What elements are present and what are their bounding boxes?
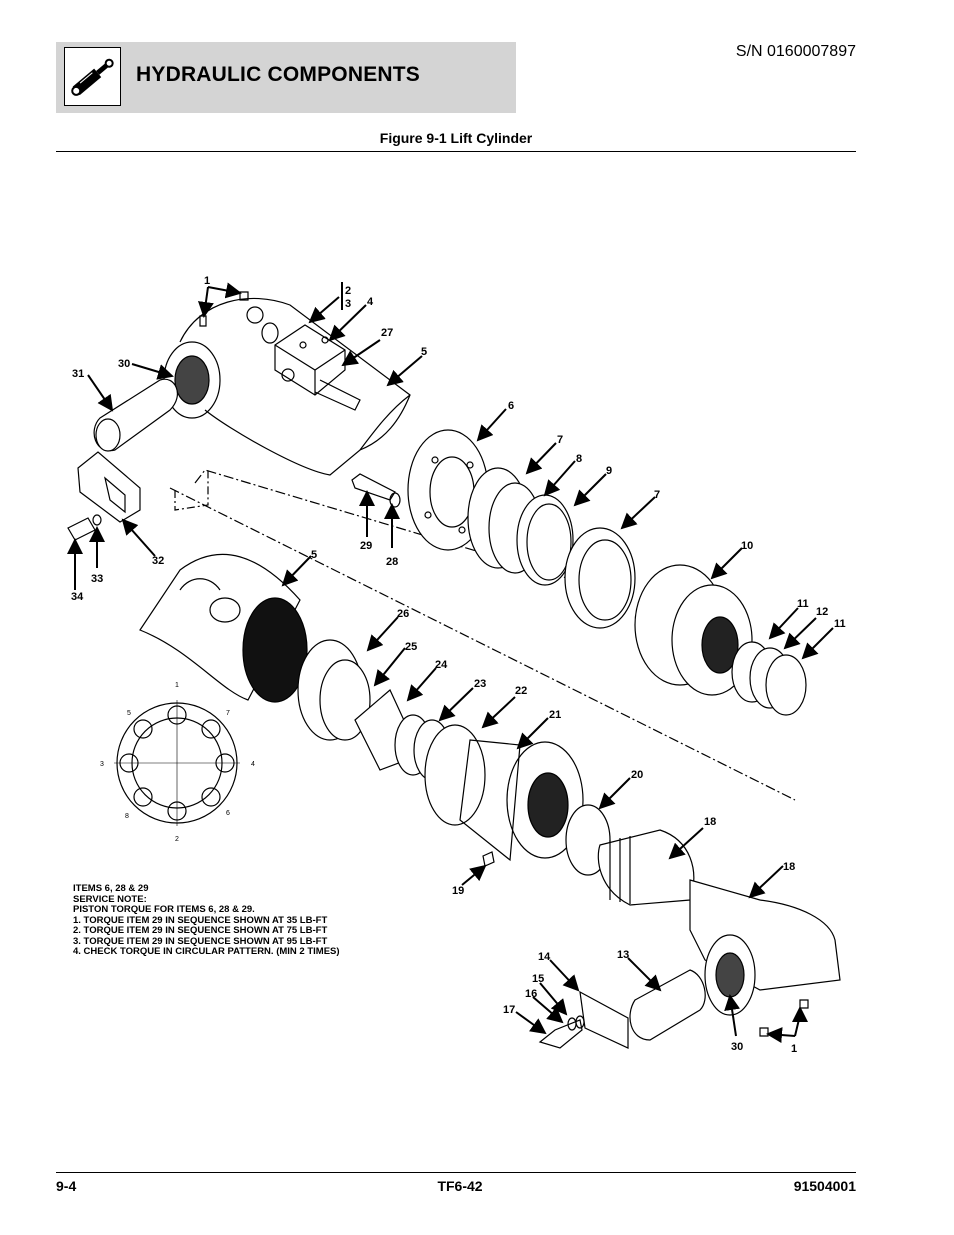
footer-rule bbox=[56, 1172, 856, 1173]
callout-22: 22 bbox=[515, 685, 527, 697]
callout-31: 31 bbox=[72, 368, 84, 380]
callout-26: 26 bbox=[397, 608, 409, 620]
callout-13: 13 bbox=[617, 949, 629, 961]
callout-7b: 7 bbox=[654, 489, 660, 501]
bolt-label-7: 7 bbox=[226, 710, 230, 717]
document-number: 91504001 bbox=[793, 1178, 856, 1194]
callout-5-bottom: 5 bbox=[311, 549, 317, 561]
callout-3: 3 bbox=[345, 298, 351, 310]
section-title: HYDRAULIC COMPONENTS bbox=[136, 63, 421, 86]
callout-18a: 18 bbox=[704, 816, 716, 828]
callout-20: 20 bbox=[631, 769, 643, 781]
callout-34: 34 bbox=[71, 591, 84, 603]
service-notes: ITEMS 6, 28 & 29 SERVICE NOTE: PISTON TO… bbox=[73, 883, 340, 958]
note-line: 4. CHECK TORQUE IN CIRCULAR PATTERN. (MI… bbox=[73, 946, 340, 957]
callout-33: 33 bbox=[91, 573, 103, 585]
callout-2: 2 bbox=[345, 285, 351, 297]
note-line: ITEMS 6, 28 & 29 bbox=[73, 883, 149, 894]
bolt-label-2: 2 bbox=[175, 836, 179, 843]
model-number: TF6-42 bbox=[437, 1178, 483, 1194]
callout-1-bottom: 1 bbox=[791, 1043, 797, 1055]
note-line: 1. TORQUE ITEM 29 IN SEQUENCE SHOWN AT 3… bbox=[73, 914, 328, 926]
callout-19: 19 bbox=[452, 885, 464, 897]
page-number: 9-4 bbox=[56, 1178, 77, 1194]
bolt-label-8: 8 bbox=[125, 813, 129, 820]
callout-21: 21 bbox=[549, 709, 561, 721]
callout-11b: 11 bbox=[834, 618, 846, 630]
callout-15: 15 bbox=[532, 973, 544, 985]
callout-28: 28 bbox=[386, 556, 398, 568]
note-line: SERVICE NOTE: bbox=[73, 893, 147, 905]
callout-11a: 11 bbox=[797, 598, 809, 610]
note-line: 3. TORQUE ITEM 29 IN SEQUENCE SHOWN AT 9… bbox=[73, 935, 328, 947]
callout-8: 8 bbox=[576, 453, 582, 465]
callout-25: 25 bbox=[405, 641, 417, 653]
bolt-label-1: 1 bbox=[175, 682, 179, 689]
callout-7a: 7 bbox=[557, 434, 563, 446]
bolt-label-6: 6 bbox=[226, 810, 230, 817]
callout-17: 17 bbox=[503, 1004, 515, 1016]
bolt-pattern-labels: 1 5 7 3 4 8 6 2 bbox=[100, 682, 255, 843]
callout-14: 14 bbox=[538, 951, 551, 963]
hydraulic-cylinder-icon bbox=[64, 47, 121, 106]
callout-10: 10 bbox=[741, 540, 753, 552]
callout-9: 9 bbox=[606, 465, 612, 477]
callout-24: 24 bbox=[435, 659, 448, 671]
callout-27: 27 bbox=[381, 327, 393, 339]
note-line: PISTON TORQUE FOR ITEMS 6, 28 & 29. bbox=[73, 904, 255, 915]
figure-title: Figure 9-1 Lift Cylinder bbox=[379, 130, 533, 146]
callout-1-top: 1 bbox=[204, 275, 210, 287]
callout-6: 6 bbox=[508, 400, 514, 412]
serial-number: S/N 0160007897 bbox=[735, 43, 856, 60]
note-line: 2. TORQUE ITEM 29 IN SEQUENCE SHOWN AT 7… bbox=[73, 925, 328, 936]
callout-32: 32 bbox=[152, 555, 164, 567]
callout-23: 23 bbox=[474, 678, 486, 690]
callout-labels: 1 2 3 4 27 5 30 31 6 7 8 9 7 10 11 12 11… bbox=[71, 275, 846, 1055]
section-header-box bbox=[56, 42, 516, 113]
callout-12: 12 bbox=[816, 606, 828, 618]
callout-5-top: 5 bbox=[421, 346, 427, 358]
callout-30-bottom: 30 bbox=[731, 1041, 743, 1053]
callout-4: 4 bbox=[367, 296, 374, 308]
callout-30-top: 30 bbox=[118, 358, 130, 370]
bolt-label-5: 5 bbox=[127, 710, 131, 717]
bolt-label-3: 3 bbox=[100, 761, 104, 768]
callout-29: 29 bbox=[360, 540, 372, 552]
callout-16: 16 bbox=[525, 988, 537, 1000]
header-rule bbox=[56, 151, 856, 152]
callout-18b: 18 bbox=[783, 861, 795, 873]
bolt-label-4: 4 bbox=[251, 761, 255, 768]
